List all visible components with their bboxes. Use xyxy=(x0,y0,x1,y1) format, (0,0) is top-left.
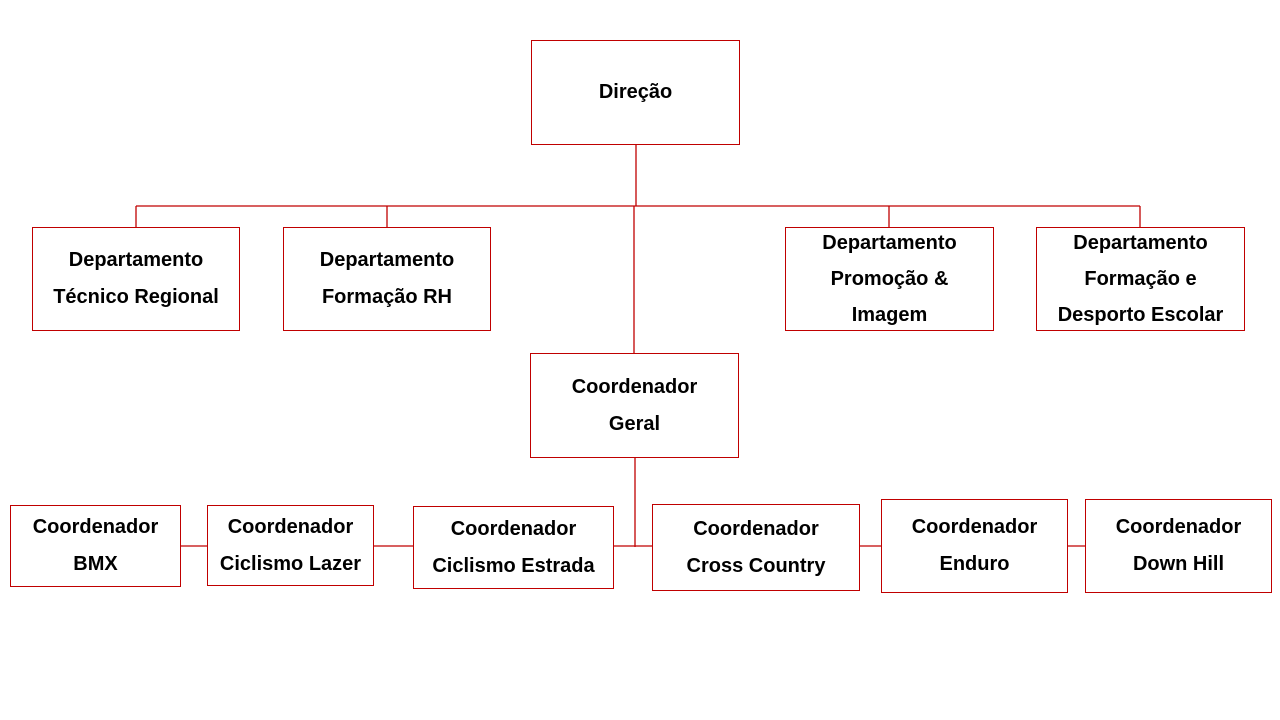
node-coord-down-hill: Coordenador Down Hill xyxy=(1085,499,1272,593)
node-coord-enduro: Coordenador Enduro xyxy=(881,499,1068,593)
node-coord-cross-country: Coordenador Cross Country xyxy=(652,504,860,591)
node-direcao: Direção xyxy=(531,40,740,145)
node-dept-formacao-desporto: Departamento Formação e Desporto Escolar xyxy=(1036,227,1245,331)
node-coord-bmx: Coordenador BMX xyxy=(10,505,181,587)
node-dept-promocao-imagem: Departamento Promoção & Imagem xyxy=(785,227,994,331)
node-dept-formacao-rh: Departamento Formação RH xyxy=(283,227,491,331)
node-coordenador-geral: Coordenador Geral xyxy=(530,353,739,458)
node-coord-ciclismo-lazer: Coordenador Ciclismo Lazer xyxy=(207,505,374,586)
node-dept-tecnico-regional: Departamento Técnico Regional xyxy=(32,227,240,331)
node-coord-ciclismo-estrada: Coordenador Ciclismo Estrada xyxy=(413,506,614,589)
